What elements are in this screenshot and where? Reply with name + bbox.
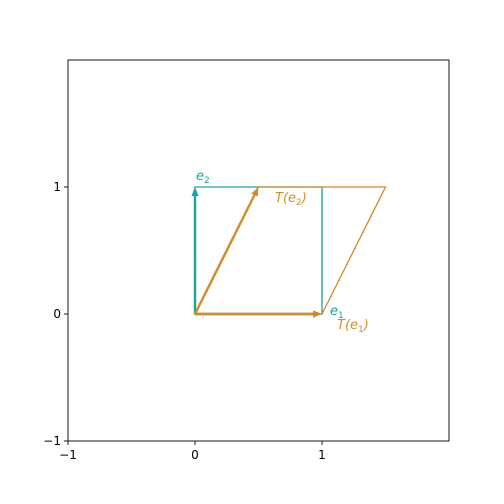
y-tick-label: −1: [43, 434, 61, 448]
arrowhead: [251, 187, 259, 197]
ticks-group: −1 0 1 −1 0 1: [43, 180, 326, 462]
vector-shaft: [193, 194, 256, 315]
y-tick-label: 0: [53, 307, 61, 321]
vectors-group: [191, 187, 322, 318]
label-e2: e2: [196, 169, 210, 186]
label-t-e2: T(e2): [275, 191, 307, 208]
x-tick-label: 0: [191, 448, 199, 462]
axes-frame: [67, 59, 450, 442]
unit-square: [194, 186, 323, 315]
vector-te2: [193, 187, 259, 315]
x-tick-label: −1: [59, 448, 77, 462]
vector-te1: [195, 310, 322, 318]
vector-e2: [191, 187, 199, 314]
label-t-e1: T(e1): [337, 318, 369, 335]
transformed-parallelogram: [193, 186, 387, 315]
y-tick-label: 1: [53, 180, 61, 194]
arrowhead: [313, 310, 322, 318]
label-e1: e1: [330, 304, 344, 321]
x-tick-label: 1: [318, 448, 326, 462]
arrowhead: [191, 187, 199, 196]
